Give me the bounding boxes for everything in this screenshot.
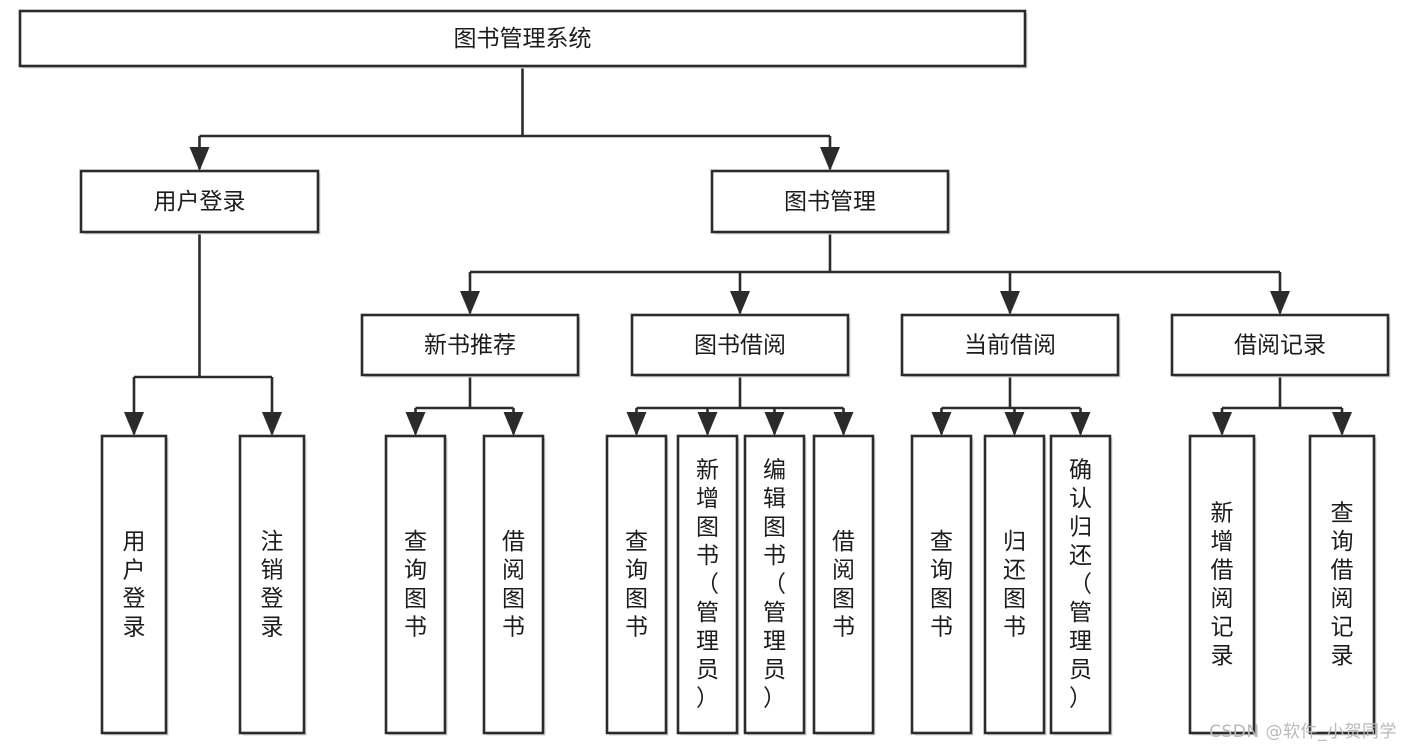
- node-leaf-borrow-book-1[interactable]: 借阅图书: [482, 434, 546, 736]
- node-label: 新书推荐: [424, 333, 516, 359]
- node-leaf-query-book-2[interactable]: 查询图书: [605, 434, 669, 736]
- node-user-login[interactable]: 用户登录: [79, 169, 321, 235]
- connector-layer: [124, 66, 1352, 436]
- arrow-head-icon-leaf-query-book-2: [626, 412, 647, 436]
- arrow-head-icon-leaf-return-book: [1004, 412, 1025, 436]
- node-box[interactable]: [79, 169, 320, 234]
- node-label: 新增借阅记录: [1211, 500, 1234, 669]
- node-leaf-borrow-book-2[interactable]: 借阅图书: [812, 434, 876, 736]
- node-box[interactable]: [710, 169, 950, 234]
- node-label: 借阅图书: [832, 529, 855, 641]
- node-leaf-edit-book[interactable]: 编辑图书（管理员）: [743, 434, 807, 736]
- node-leaf-add-record[interactable]: 新增借阅记录: [1188, 434, 1257, 736]
- node-box[interactable]: [1308, 434, 1376, 735]
- node-box[interactable]: [630, 313, 850, 377]
- arrow-head-icon-leaf-query-book-1: [405, 412, 426, 436]
- node-label: 图书借阅: [694, 333, 786, 359]
- node-leaf-query-record[interactable]: 查询借阅记录: [1308, 434, 1377, 736]
- node-borrow-record[interactable]: 借阅记录: [1170, 313, 1391, 378]
- node-box[interactable]: [676, 434, 739, 735]
- arrow-head-icon-leaf-add-record: [1212, 412, 1232, 436]
- node-label: 查询图书: [625, 529, 648, 641]
- node-new-book-rec[interactable]: 新书推荐: [360, 313, 581, 378]
- node-box[interactable]: [360, 313, 580, 377]
- node-book-manage[interactable]: 图书管理: [710, 169, 951, 235]
- node-box[interactable]: [238, 434, 306, 735]
- arrow-head-icon-leaf-user-login: [124, 412, 144, 436]
- node-box[interactable]: [482, 434, 545, 735]
- node-layer: 图书管理系统用户登录图书管理新书推荐图书借阅当前借阅借阅记录用户登录注销登录查询…: [18, 9, 1391, 736]
- node-label: 编辑图书（管理员）: [763, 458, 786, 712]
- node-label: 当前借阅: [964, 333, 1056, 359]
- node-label: 查询借阅记录: [1331, 500, 1354, 669]
- arrow-head-icon-leaf-borrow-book-2: [833, 412, 854, 436]
- node-box[interactable]: [983, 434, 1046, 735]
- node-leaf-user-logout[interactable]: 注销登录: [238, 434, 307, 736]
- arrow-head-icon-user-login: [189, 147, 210, 171]
- node-label: 新增图书（管理员）: [696, 458, 719, 712]
- node-leaf-add-book[interactable]: 新增图书（管理员）: [676, 434, 740, 736]
- node-label: 确认归还（管理员）: [1069, 458, 1092, 712]
- arrow-head-icon-leaf-edit-book: [764, 412, 785, 436]
- node-box[interactable]: [1188, 434, 1256, 735]
- node-box[interactable]: [100, 434, 168, 735]
- arrow-head-icon-current-borrow: [1000, 291, 1020, 315]
- arrow-head-icon-new-book-rec: [460, 291, 480, 315]
- node-label: 借阅图书: [502, 529, 525, 641]
- arrow-head-icon-leaf-add-book: [697, 412, 718, 436]
- node-leaf-return-book[interactable]: 归还图书: [983, 434, 1047, 736]
- node-label: 归还图书: [1003, 529, 1026, 641]
- node-box[interactable]: [384, 434, 447, 735]
- node-box[interactable]: [812, 434, 875, 735]
- node-box[interactable]: [605, 434, 668, 735]
- node-book-borrow[interactable]: 图书借阅: [630, 313, 851, 378]
- node-current-borrow[interactable]: 当前借阅: [900, 313, 1121, 378]
- node-box[interactable]: [18, 9, 1027, 68]
- node-box[interactable]: [1049, 434, 1112, 735]
- arrow-head-icon-leaf-query-record: [1332, 412, 1352, 436]
- arrow-head-icon-leaf-query-book-3: [931, 412, 952, 436]
- node-leaf-user-login[interactable]: 用户登录: [100, 434, 169, 736]
- node-label: 用户登录: [154, 189, 246, 215]
- node-label: 查询图书: [404, 529, 427, 641]
- node-box[interactable]: [910, 434, 973, 735]
- node-leaf-query-book-3[interactable]: 查询图书: [910, 434, 974, 736]
- node-label: 借阅记录: [1234, 333, 1326, 359]
- node-box[interactable]: [1170, 313, 1390, 377]
- node-root[interactable]: 图书管理系统: [18, 9, 1028, 69]
- node-box[interactable]: [900, 313, 1120, 377]
- arrow-head-icon-leaf-user-logout: [262, 412, 282, 436]
- node-leaf-query-book-1[interactable]: 查询图书: [384, 434, 448, 736]
- node-label: 图书管理系统: [454, 26, 592, 52]
- arrow-head-icon-leaf-borrow-book-1: [503, 412, 524, 436]
- node-label: 图书管理: [784, 189, 876, 215]
- node-label: 用户登录: [123, 529, 146, 641]
- node-label: 注销登录: [261, 529, 284, 641]
- node-leaf-confirm-return[interactable]: 确认归还（管理员）: [1049, 434, 1113, 736]
- arrow-head-icon-book-borrow: [730, 291, 750, 315]
- node-box[interactable]: [743, 434, 806, 735]
- arrow-head-icon-leaf-confirm-return: [1070, 412, 1091, 436]
- arrow-head-icon-book-manage: [820, 147, 840, 171]
- arrow-head-icon-borrow-record: [1270, 291, 1290, 315]
- node-label: 查询图书: [930, 529, 953, 641]
